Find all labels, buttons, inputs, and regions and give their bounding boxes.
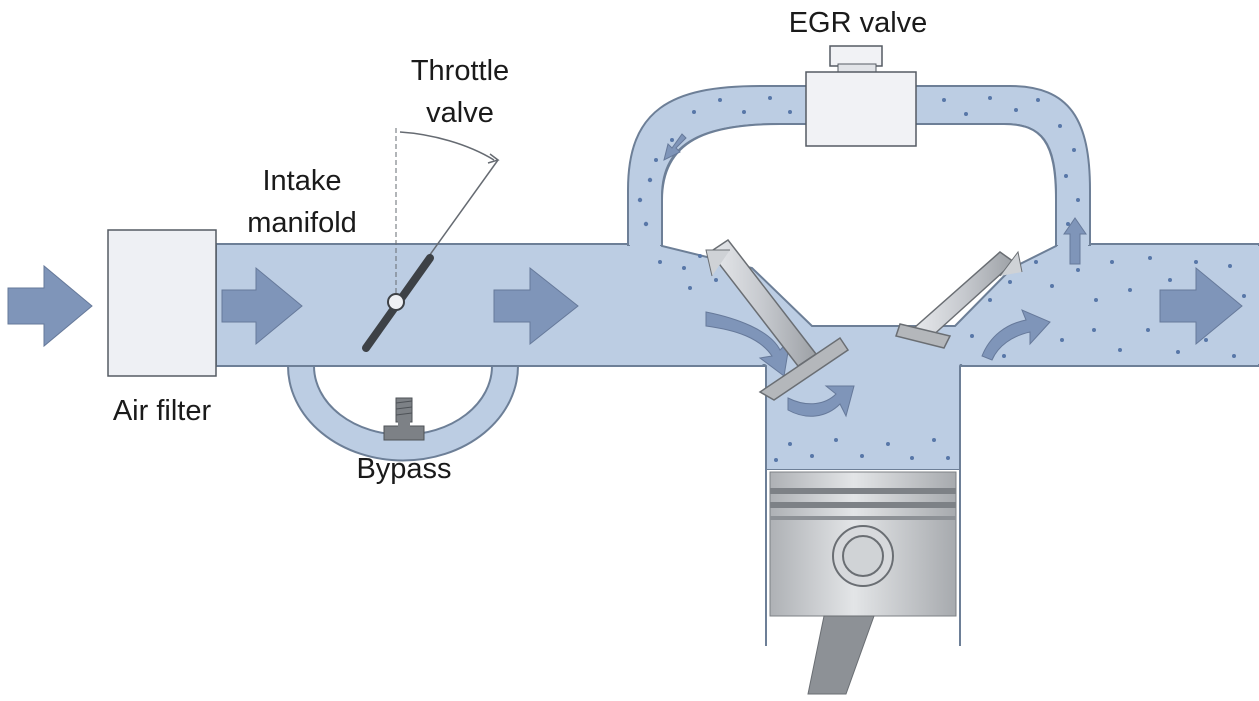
exhaust-particles: [637, 96, 1246, 462]
label-intake-manifold-2: manifold: [247, 207, 357, 239]
exhaust-curve-arrow-icon: [981, 309, 1051, 361]
inlet-arrow-icon: [7, 264, 93, 348]
intake-valve: [705, 238, 850, 401]
throttle-valve: [362, 128, 500, 352]
bypass-screw: [383, 397, 425, 441]
label-throttle-valve-1: Throttle: [411, 55, 509, 87]
egr-down-arrow-icon: [663, 133, 687, 161]
exhaust-valve: [895, 250, 1023, 349]
piston: [765, 470, 961, 695]
label-intake-manifold-1: Intake: [263, 165, 342, 197]
label-air-filter: Air filter: [113, 395, 212, 427]
label-throttle-valve-2: valve: [426, 97, 494, 129]
outlet-arrow-icon: [1159, 266, 1243, 346]
label-egr-valve: EGR valve: [789, 7, 928, 39]
filter-out-arrow-icon: [221, 266, 303, 346]
egr-up-arrow-icon: [1063, 217, 1087, 265]
bypass-channel: [286, 365, 520, 462]
label-bypass: Bypass: [356, 453, 451, 485]
air-filter-box: [107, 229, 217, 377]
manifold-arrow-icon: [493, 266, 579, 346]
connecting-rod: [807, 615, 875, 695]
egr-valve: [805, 45, 917, 147]
cylinder-curve-arrow-icon: [787, 385, 855, 418]
head-void: [661, 123, 1057, 327]
